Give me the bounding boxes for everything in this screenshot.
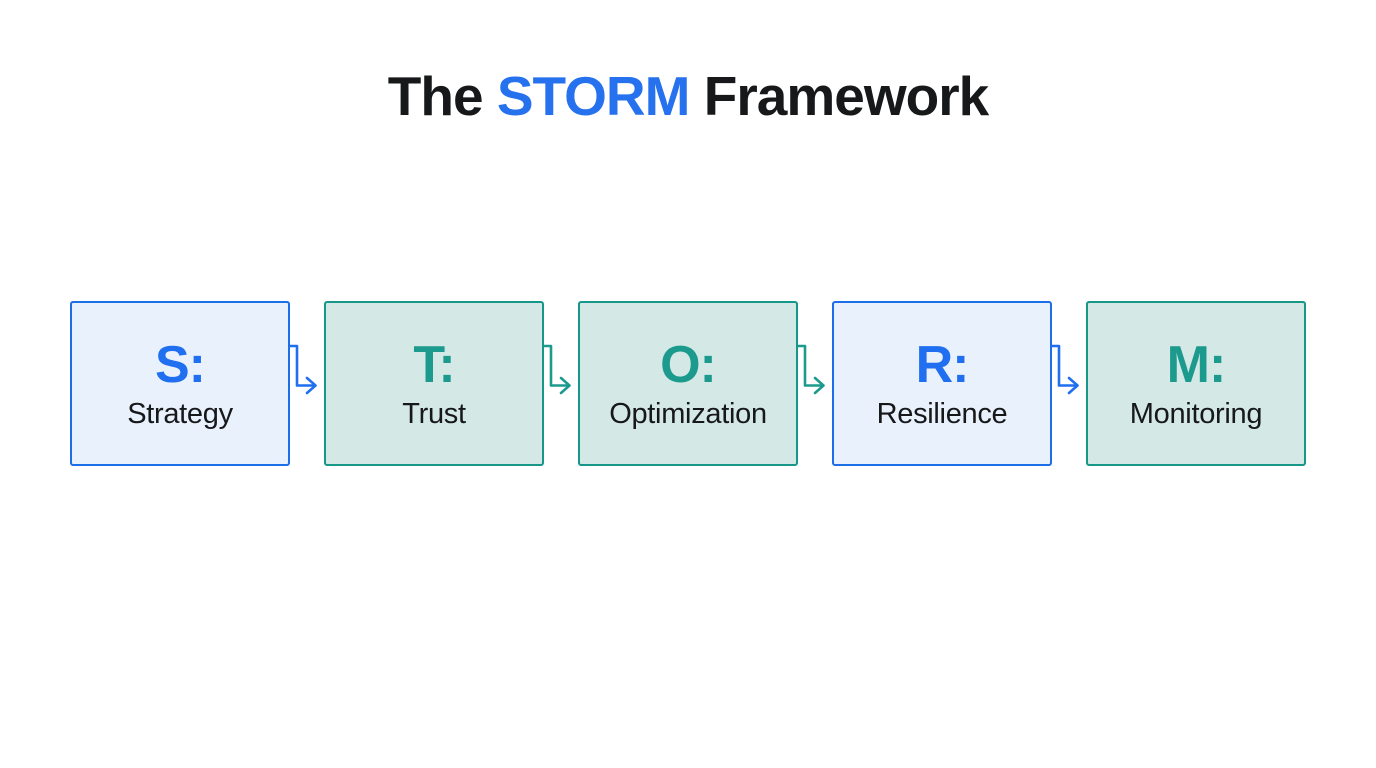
right-arrow-icon bbox=[798, 344, 825, 395]
node-optimization-label: Optimization bbox=[609, 397, 767, 430]
right-arrow-icon bbox=[290, 344, 317, 395]
title-prefix: The bbox=[387, 65, 497, 127]
node-optimization: O: Optimization bbox=[578, 301, 798, 466]
arrow-optimization-to-resilience bbox=[798, 301, 832, 466]
node-trust-label: Trust bbox=[402, 397, 466, 430]
node-resilience: R: Resilience bbox=[832, 301, 1052, 466]
arrow-strategy-to-trust bbox=[290, 301, 324, 466]
node-resilience-letter: R: bbox=[915, 335, 970, 394]
arrow-trust-to-optimization bbox=[544, 301, 578, 466]
right-arrow-icon bbox=[544, 344, 571, 395]
node-strategy-letter: S: bbox=[155, 335, 206, 394]
node-strategy: S: Strategy bbox=[70, 301, 290, 466]
right-arrow-icon bbox=[1052, 344, 1079, 395]
node-resilience-label: Resilience bbox=[876, 397, 1008, 430]
storm-flow-diagram: S: Strategy T: Trust O: Optimization R: … bbox=[70, 301, 1306, 466]
title-suffix: Framework bbox=[689, 65, 989, 127]
title-highlight: STORM bbox=[496, 65, 691, 127]
node-monitoring: M: Monitoring bbox=[1086, 301, 1306, 466]
node-trust: T: Trust bbox=[324, 301, 544, 466]
node-trust-letter: T: bbox=[413, 335, 455, 394]
node-monitoring-letter: M: bbox=[1166, 335, 1227, 394]
node-optimization-letter: O: bbox=[660, 335, 717, 394]
node-monitoring-label: Monitoring bbox=[1129, 397, 1263, 430]
node-strategy-label: Strategy bbox=[127, 397, 233, 430]
arrow-resilience-to-monitoring bbox=[1052, 301, 1086, 466]
page-title: The STORM Framework bbox=[0, 64, 1376, 128]
